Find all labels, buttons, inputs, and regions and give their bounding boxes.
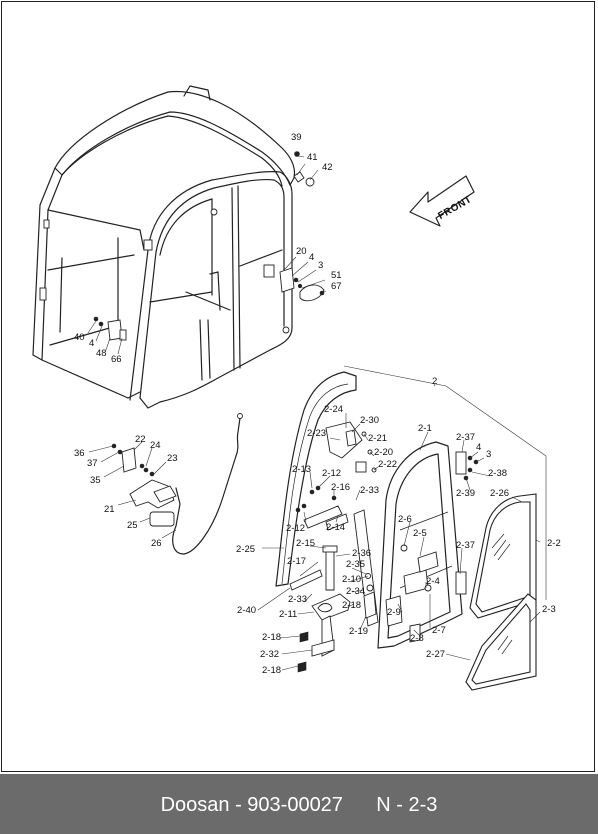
callout-label: 2-18 — [262, 632, 281, 643]
callout-label: 2 — [432, 376, 437, 387]
callout-label: 51 — [331, 270, 342, 281]
callout-label: 2-14 — [326, 522, 345, 533]
callout-label: 66 — [111, 354, 122, 365]
callout-label: 21 — [104, 504, 115, 515]
callout-label: 2-8 — [410, 633, 424, 644]
front-arrow: FRONT — [409, 175, 475, 227]
callout-label: 2-7 — [432, 625, 446, 636]
callout-label: 35 — [90, 475, 101, 486]
callout-label: 2-2 — [547, 538, 561, 549]
callout-label: 2-32 — [260, 649, 279, 660]
callout-label: 4 — [476, 442, 481, 453]
cab-assembly — [32, 85, 325, 409]
callout-label: 2-20 — [374, 447, 393, 458]
callout-label: 39 — [291, 132, 302, 143]
callout-label: 2-5 — [413, 528, 427, 539]
callout-label: 4 — [309, 252, 314, 263]
callout-label: 25 — [127, 520, 138, 531]
callout-label: 42 — [322, 162, 333, 173]
callout-label: 2-36 — [352, 548, 371, 559]
footer-caption: Doosan - 903-00027 N - 2-3 — [160, 794, 438, 816]
callout-label: 22 — [135, 434, 146, 445]
part-labels: 39 41 42 20 4 3 51 67 40 4 48 66 36 37 3… — [74, 132, 561, 676]
cable-assembly — [111, 413, 243, 555]
callout-label: 2-18 — [262, 665, 281, 676]
callout-label: 2-35 — [346, 559, 365, 570]
callout-label: 2-34 — [346, 586, 365, 597]
callout-label: 2-12 — [286, 523, 305, 534]
callout-label: 2-17 — [287, 556, 306, 567]
callout-label: 2-11 — [279, 609, 297, 620]
exploded-view-drawing: FRONT — [32, 85, 561, 691]
callout-label: 2-3 — [542, 604, 556, 615]
callout-label: 2-37 — [456, 432, 475, 443]
callout-label: 2-26 — [490, 488, 509, 499]
leader-lines — [87, 155, 541, 671]
callout-label: 3 — [486, 449, 491, 460]
door-assembly — [275, 365, 547, 691]
callout-label: 20 — [296, 246, 307, 257]
callout-label: 24 — [150, 440, 161, 451]
callout-label: 40 — [74, 332, 85, 343]
callout-label: 48 — [96, 348, 107, 359]
callout-label: 2-33 — [360, 485, 379, 496]
callout-label: 26 — [151, 538, 162, 549]
callout-label: 2-16 — [331, 482, 350, 493]
footer-bar: Doosan - 903-00027 N - 2-3 — [0, 774, 598, 834]
callout-label: 36 — [74, 448, 85, 459]
callout-label: 2-4 — [426, 576, 440, 587]
callout-label: 2-33 — [288, 594, 307, 605]
callout-label: 2-21 — [368, 433, 387, 444]
callout-label: 41 — [307, 152, 318, 163]
callout-label: 2-25 — [236, 544, 255, 555]
callout-label: 2-37 — [456, 540, 475, 551]
callout-label: 2-6 — [398, 514, 412, 525]
callout-label: 2-30 — [360, 415, 379, 426]
callout-label: 2-15 — [296, 538, 315, 549]
callout-label: 2-19 — [349, 626, 368, 637]
callout-label: 2-12 — [322, 468, 341, 479]
callout-label: 2-1 — [418, 423, 432, 434]
callout-label: 2-40 — [237, 605, 256, 616]
callout-label: 2-23 — [307, 428, 326, 439]
callout-label: 2-38 — [488, 468, 507, 479]
front-label: FRONT — [436, 194, 474, 222]
callout-label: 4 — [89, 338, 94, 349]
callout-label: 2-18 — [342, 600, 361, 611]
callout-label: 2-22 — [378, 459, 397, 470]
callout-label: 3 — [318, 260, 323, 271]
callout-label: 2-13 — [292, 464, 311, 475]
callout-label: 67 — [331, 281, 342, 292]
callout-label: 23 — [167, 453, 178, 464]
callout-label: 2-39 — [456, 488, 475, 499]
callout-label: 37 — [87, 458, 98, 469]
callout-label: 2-27 — [426, 649, 445, 660]
callout-label: 2-24 — [324, 404, 343, 415]
callout-label: 2-9 — [387, 607, 401, 618]
callout-label: 2-10 — [342, 574, 361, 585]
